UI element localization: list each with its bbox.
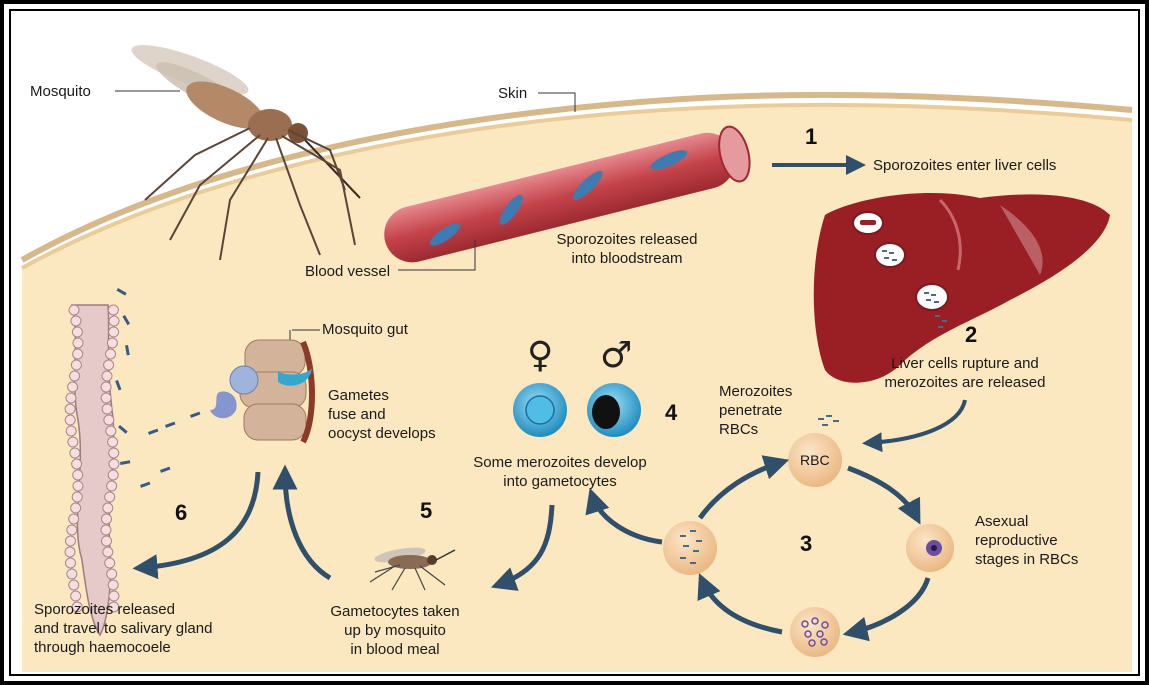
label-line: Merozoites xyxy=(719,382,792,401)
gland-bead xyxy=(107,338,117,348)
label-asexual: Asexual reproductive stages in RBCs xyxy=(975,512,1078,569)
gland-bead xyxy=(109,448,119,458)
rbc-ruptured xyxy=(663,521,717,575)
gland-bead xyxy=(101,525,111,535)
label-line: into gametocytes xyxy=(460,472,660,491)
gland-bead xyxy=(104,360,114,370)
gland-bead xyxy=(65,404,75,414)
label-salivary: Sporozoites released and travel to saliv… xyxy=(34,600,212,657)
gland-bead xyxy=(73,349,83,359)
label-rbc: RBC xyxy=(800,451,830,470)
step-6: 6 xyxy=(175,500,187,526)
gland-bead xyxy=(106,349,116,359)
gland-bead xyxy=(65,415,75,425)
gland-bead xyxy=(68,382,78,392)
label-line: fuse and xyxy=(328,405,436,424)
gland-bead xyxy=(73,338,83,348)
gland-bead xyxy=(71,503,81,513)
label-merozoites-penetrate: Merozoites penetrate RBCs xyxy=(719,382,792,439)
step-4: 4 xyxy=(665,400,677,426)
gland-bead xyxy=(109,316,119,326)
gland-bead xyxy=(69,514,79,524)
gland-bead xyxy=(101,382,111,392)
gland-bead xyxy=(103,503,113,513)
label-line: Gametes xyxy=(328,386,436,405)
label-released-bloodstream: Sporozoites released into bloodstream xyxy=(547,230,707,268)
label-line: Gametocytes taken xyxy=(320,602,470,621)
label-gametes-fuse: Gametes fuse and oocyst develops xyxy=(328,386,436,443)
label-liver-rupture: Liver cells rupture and merozoites are r… xyxy=(870,354,1060,392)
gland-bead xyxy=(70,371,80,381)
female-symbol: ♀ xyxy=(527,338,553,374)
rbc-schizont xyxy=(790,607,840,657)
gland-bead xyxy=(72,492,82,502)
gland-bead xyxy=(70,448,80,458)
label-line: penetrate xyxy=(719,401,792,420)
label-line: oocyst develops xyxy=(328,424,436,443)
label-line: stages in RBCs xyxy=(975,550,1078,569)
gland-bead xyxy=(71,316,81,326)
label-gametocytes-develop: Some merozoites develop into gametocytes xyxy=(460,453,660,491)
label-line: Some merozoites develop xyxy=(460,453,660,472)
label-line: into bloodstream xyxy=(547,249,707,268)
gland-bead xyxy=(108,580,118,590)
gland-bead xyxy=(66,393,76,403)
gland-bead xyxy=(67,525,77,535)
label-skin: Skin xyxy=(498,84,527,103)
label-enter-liver: Sporozoites enter liver cells xyxy=(873,156,1056,175)
gland-bead xyxy=(101,393,111,403)
label-line: and travel to salivary gland xyxy=(34,619,212,638)
label-line: through haemocoele xyxy=(34,638,212,657)
label-line: Asexual xyxy=(975,512,1078,531)
gland-bead xyxy=(71,360,81,370)
gland-bead xyxy=(107,481,117,491)
label-mosquito: Mosquito xyxy=(30,82,91,101)
gland-bead xyxy=(101,514,111,524)
label-line: merozoites are released xyxy=(870,373,1060,392)
gland-bead xyxy=(73,481,83,491)
gland-bead xyxy=(103,547,113,557)
gland-bead xyxy=(73,470,83,480)
male-symbol: ♂ xyxy=(600,338,632,374)
gland-bead xyxy=(104,415,114,425)
gland-bead xyxy=(109,327,119,337)
gland-bead xyxy=(65,558,75,568)
label-line: reproductive xyxy=(975,531,1078,550)
gland-bead xyxy=(108,437,118,447)
label-line: Liver cells rupture and xyxy=(870,354,1060,373)
label-blood-vessel: Blood vessel xyxy=(305,262,390,281)
gland-bead xyxy=(108,305,118,315)
gland-bead xyxy=(65,547,75,557)
label-line: Sporozoites released xyxy=(34,600,212,619)
gland-bead xyxy=(72,327,82,337)
gland-bead xyxy=(69,580,79,590)
gland-bead xyxy=(66,426,76,436)
gland-bead xyxy=(102,404,112,414)
gland-bead xyxy=(69,305,79,315)
step-5: 5 xyxy=(420,498,432,524)
step-1: 1 xyxy=(805,124,817,150)
label-line: in blood meal xyxy=(320,640,470,659)
gland-bead xyxy=(108,470,118,480)
gland-bead xyxy=(68,437,78,447)
step-3: 3 xyxy=(800,531,812,557)
label-line: RBCs xyxy=(719,420,792,439)
gland-bead xyxy=(65,536,75,546)
label-line: Sporozoites released xyxy=(547,230,707,249)
gland-bead xyxy=(105,492,115,502)
gland-bead xyxy=(102,371,112,381)
label-line: up by mosquito xyxy=(320,621,470,640)
gland-bead xyxy=(67,569,77,579)
label-taken-up: Gametocytes taken up by mosquito in bloo… xyxy=(320,602,470,659)
gland-bead xyxy=(107,569,117,579)
gland-bead xyxy=(72,459,82,469)
label-mosquito-gut: Mosquito gut xyxy=(322,320,408,339)
gland-bead xyxy=(106,426,116,436)
gland-bead xyxy=(101,536,111,546)
gland-bead xyxy=(109,459,119,469)
step-2: 2 xyxy=(965,322,977,348)
gland-bead xyxy=(105,558,115,568)
